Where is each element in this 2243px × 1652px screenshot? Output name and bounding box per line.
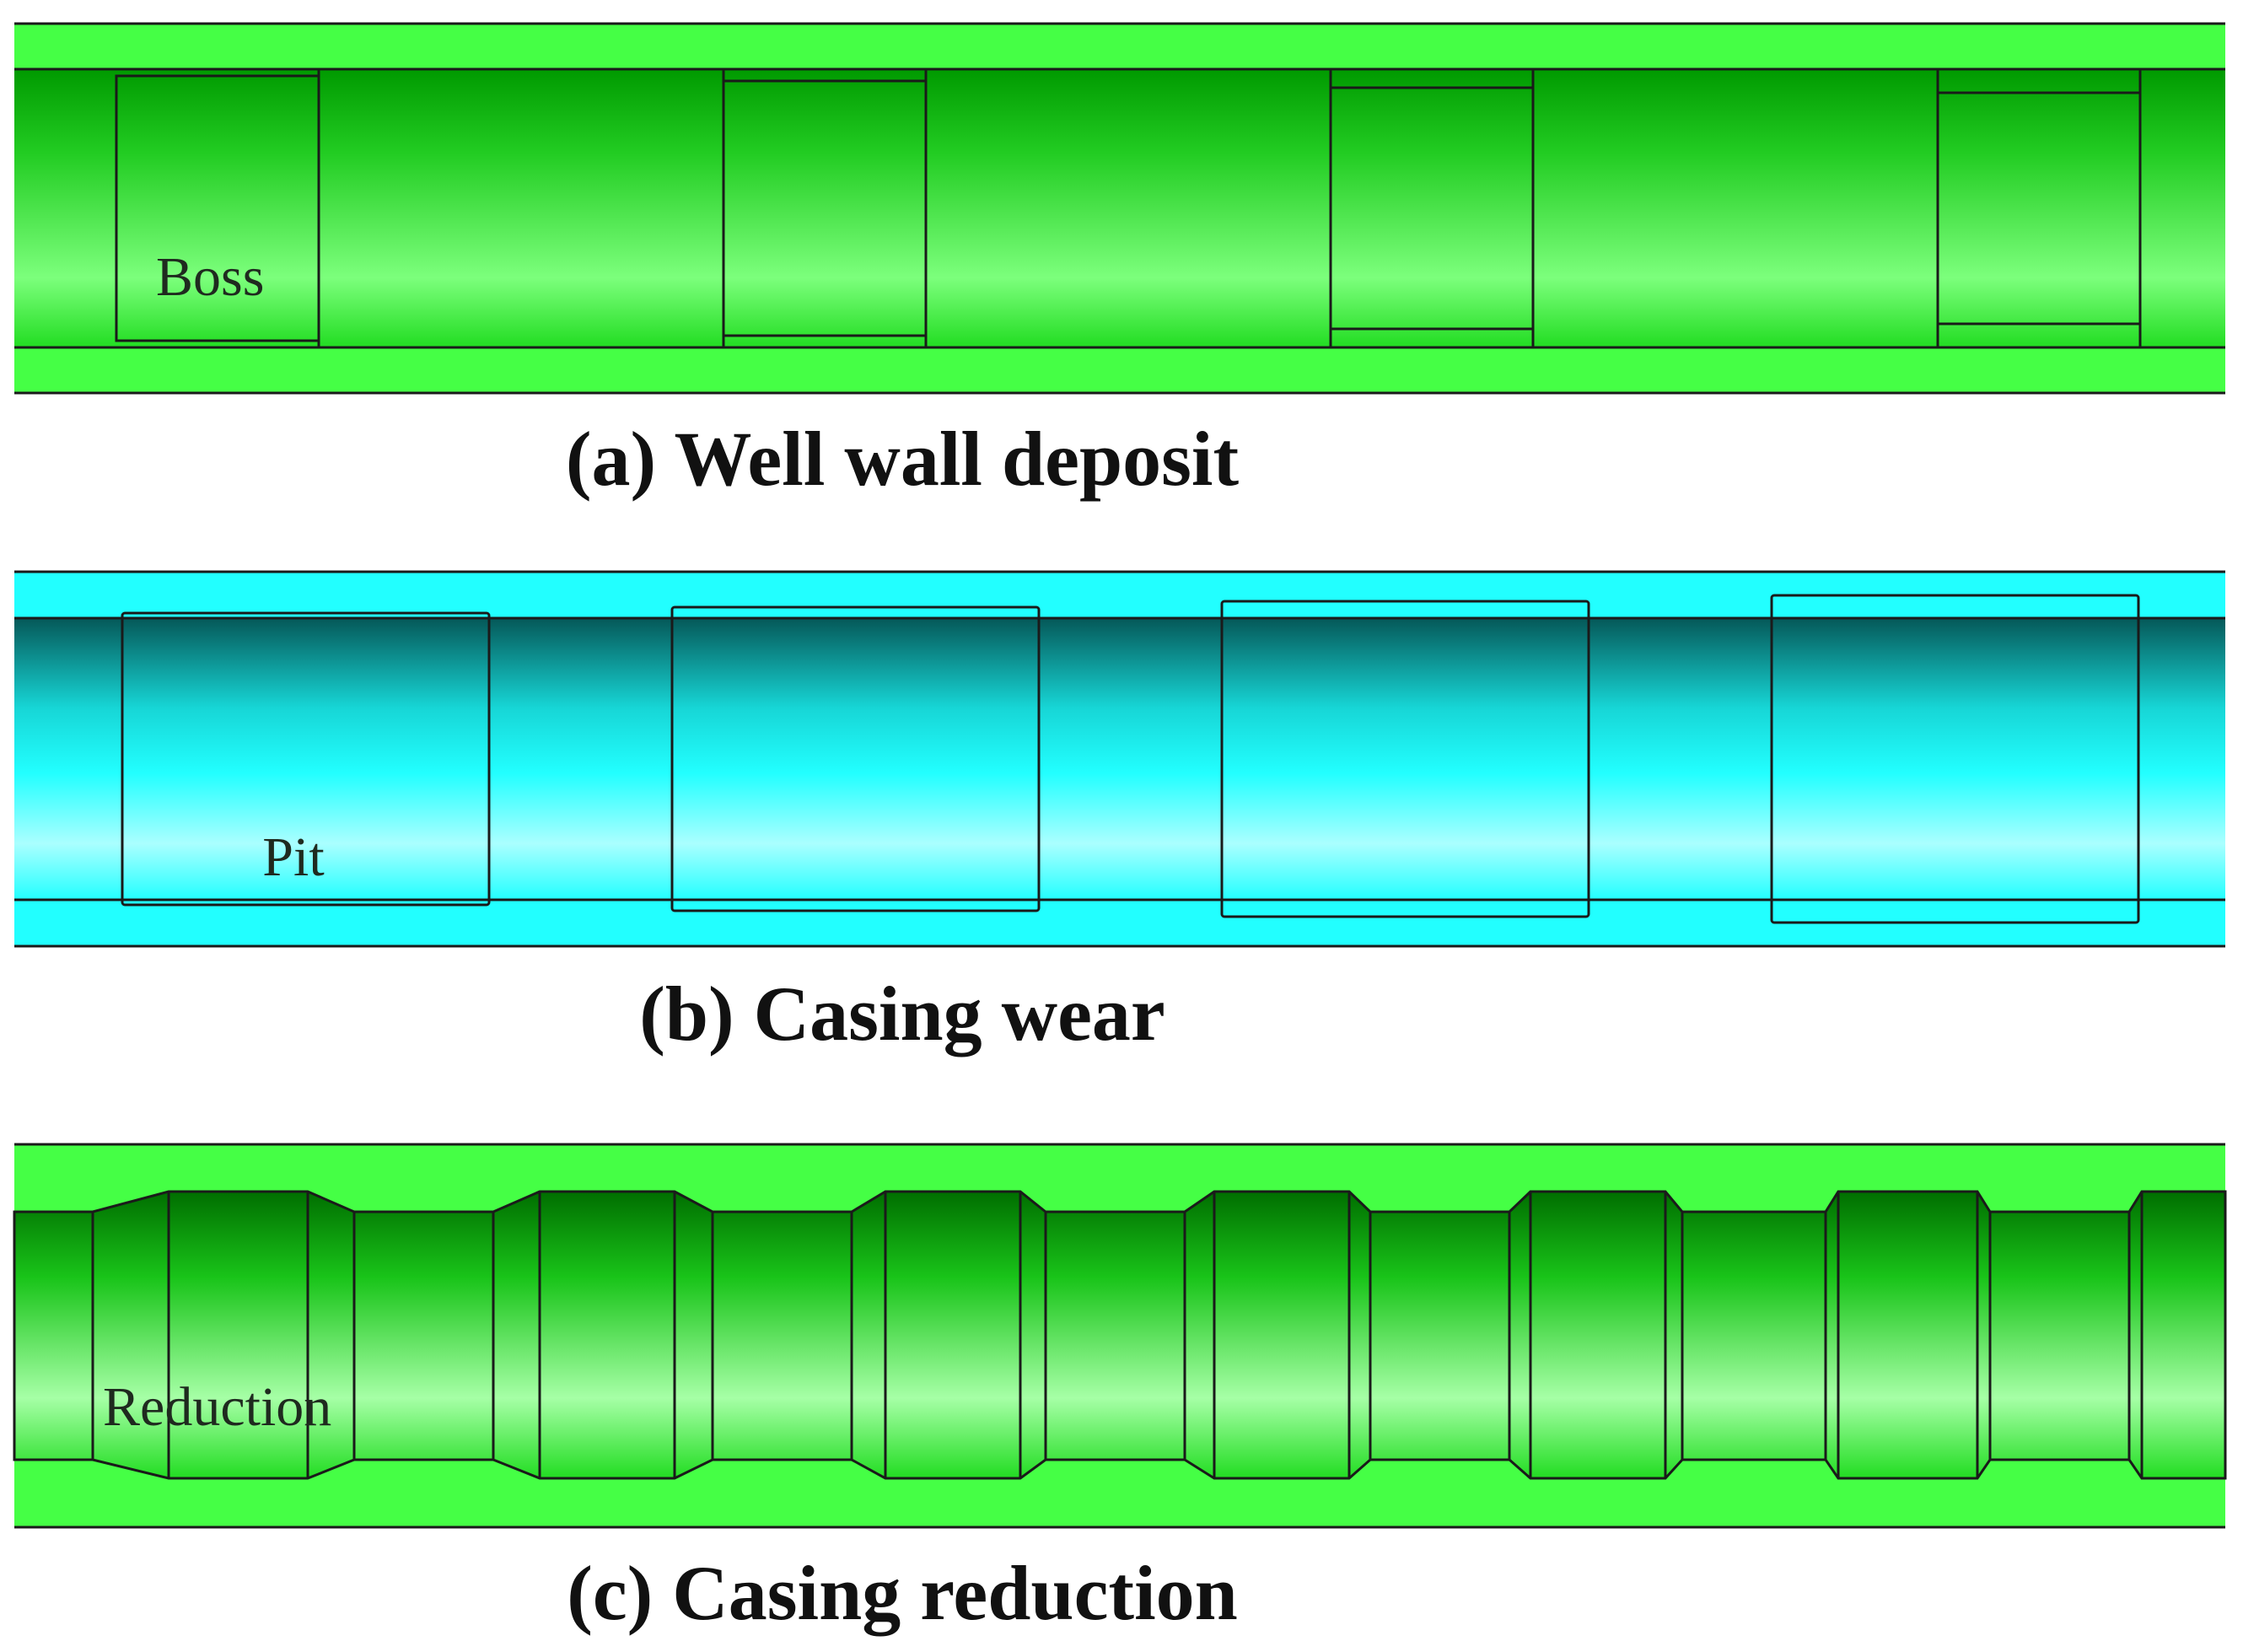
panel-c-bore [13, 1190, 2227, 1480]
panel-c-casing-reduction: Reduction (c) Casing reduction [13, 1143, 2227, 1636]
panel-a-boss-segments [115, 67, 2142, 349]
panel-c-caption: (c) Casing reduction [567, 1550, 1238, 1636]
panel-b-pit-segments [121, 594, 2140, 924]
panel-b-caption: (b) Casing wear [639, 971, 1165, 1057]
panel-b-casing-wear: Pit (b) Casing wear [14, 570, 2225, 1057]
panel-a-caption: (a) Well wall deposit [566, 416, 1240, 502]
panel-c-label: Reduction [103, 1376, 331, 1438]
panel-c-segment-lines [91, 1192, 2143, 1478]
panel-a-well-wall-deposit: Boss (a) Well wall deposit [14, 22, 2225, 502]
panel-b-bore [14, 618, 2225, 900]
panel-a-label: Boss [156, 246, 264, 308]
panel-b-label: Pit [262, 826, 324, 888]
panel-a-bore [14, 69, 2225, 347]
